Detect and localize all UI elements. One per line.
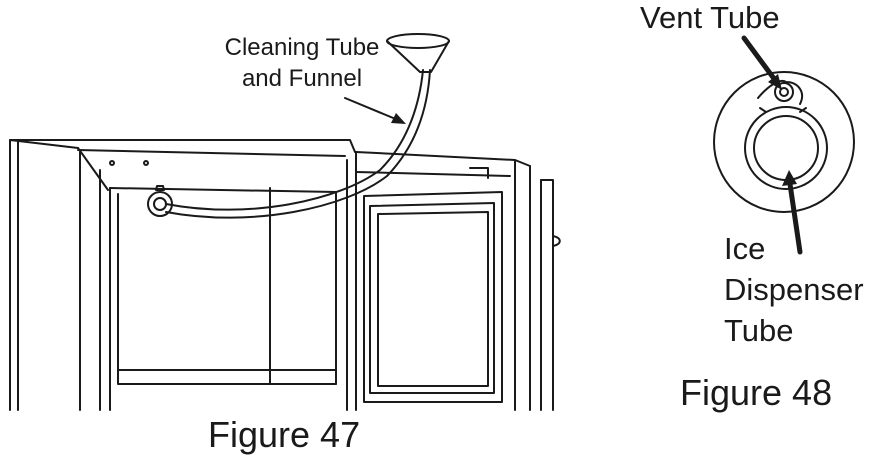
figure-48-caption: Figure 48: [680, 372, 833, 413]
ice-dispenser-tube-label-line3: Tube: [724, 313, 794, 348]
bin-outlet-drawing: [713, 71, 855, 213]
funnel: [386, 33, 450, 73]
figure-47-caption: Figure 47: [208, 414, 361, 455]
ice-tube-arrow: [787, 181, 803, 255]
cleaning-tube: [165, 69, 431, 219]
ice-dispenser-tube-label: Ice Dispenser Tube: [724, 228, 864, 351]
ice-dispenser-tube-label-line1: Ice: [724, 231, 766, 266]
open-door-drawing: [346, 151, 561, 411]
cabinet-drawing: [9, 139, 356, 411]
vent-tube-arrowhead: [768, 74, 782, 90]
vent-tube-label: Vent Tube: [640, 0, 780, 35]
cleaning-tube-label-line2: and Funnel: [241, 65, 363, 92]
cleaning-tube-arrowhead: [391, 113, 406, 124]
cleaning-tube-label: Cleaning Tube and Funnel: [214, 32, 390, 94]
ice-tube-arrowhead: [782, 170, 797, 186]
cleaning-tube-label-line1: Cleaning Tube: [224, 34, 380, 61]
cleaning-tube-arrow: [344, 97, 399, 121]
vent-tube-arrow: [741, 35, 778, 83]
ice-dispenser-tube-label-line2: Dispenser: [724, 272, 864, 307]
